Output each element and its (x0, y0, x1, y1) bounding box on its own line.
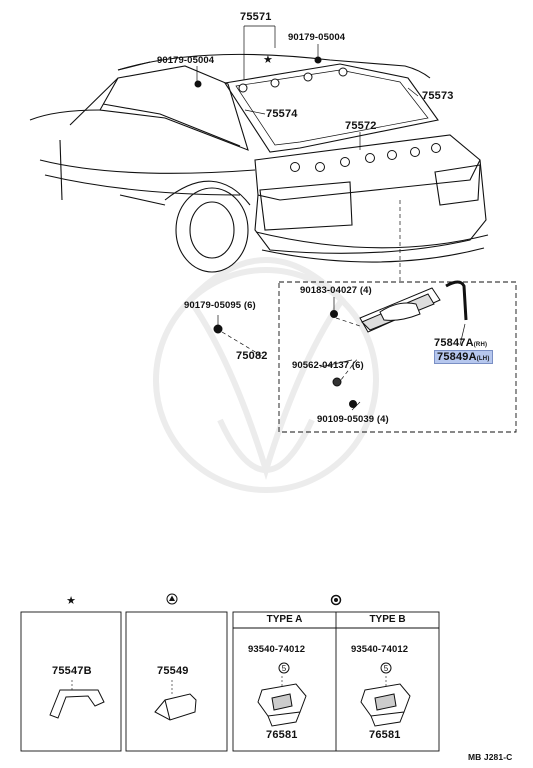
label-75571: 75571 (240, 11, 272, 23)
leader-lines (196, 25, 466, 411)
legend-symbols (166, 593, 342, 606)
label-75847a: 75847A(RH) (434, 337, 488, 349)
legend-star-icon: ★ (66, 595, 76, 607)
label-75574: 75574 (266, 108, 298, 120)
legend-part-75549: 75549 (157, 665, 189, 677)
type-a-header: TYPE A (266, 614, 303, 625)
type-a-circle-5: 5 (281, 664, 287, 673)
label-90109-05039: 90109-05039 (4) (317, 414, 389, 425)
label-90179-05004-left: 90179-05004 (157, 55, 215, 66)
label-75082: 75082 (236, 350, 268, 362)
diagram-code: MB J281-C (468, 752, 513, 762)
type-b-part-76581: 76581 (369, 729, 401, 741)
label-75849a-highlighted: 75849A(LH) (434, 350, 493, 364)
legend-frame (20, 611, 440, 752)
type-b-part-number: 93540-74012 (351, 644, 409, 655)
car-body (29, 53, 489, 273)
watermark-emblem (153, 257, 379, 493)
type-b-header: TYPE B (369, 614, 406, 625)
label-90179-05004-right: 90179-05004 (288, 32, 346, 43)
label-90562-04137: 90562-04137 (6) (292, 360, 364, 371)
label-75572: 75572 (345, 120, 377, 132)
label-90183-04027: 90183-04027 (4) (300, 285, 372, 296)
type-a-part-76581: 76581 (266, 729, 298, 741)
license-lamp-housing (213, 280, 468, 408)
detail-box (278, 281, 517, 433)
star-icon: ★ (263, 54, 273, 66)
label-75573: 75573 (422, 90, 454, 102)
legend-part-75547b: 75547B (52, 665, 92, 677)
legend-part-sketches (49, 662, 411, 727)
type-b-circle-5: 5 (383, 664, 389, 673)
label-90179-05095: 90179-05095 (6) (184, 300, 256, 311)
molding-clips (194, 56, 441, 172)
type-a-part-number: 93540-74012 (248, 644, 306, 655)
